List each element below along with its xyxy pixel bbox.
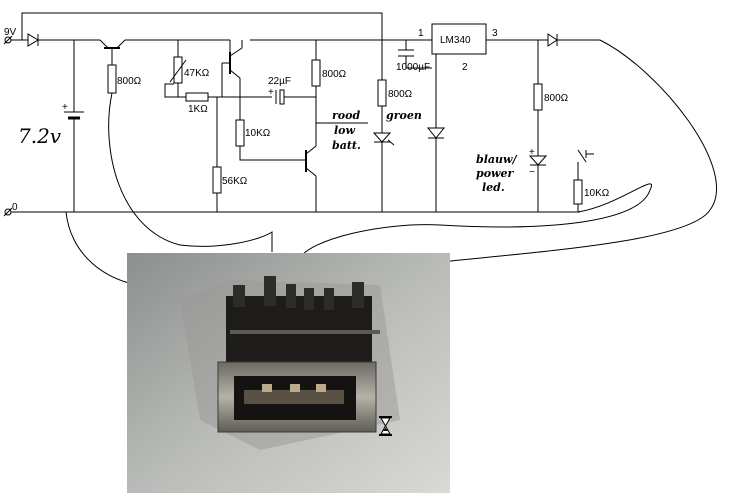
label-led-batt: batt. — [332, 139, 361, 152]
resistor-10k-a — [235, 119, 245, 147]
resistor-800-c — [377, 79, 387, 107]
label-led-led: led. — [482, 181, 505, 194]
resistor-800-a — [107, 64, 117, 94]
terminal-9v — [3, 35, 13, 45]
switch — [577, 149, 594, 163]
resistor-800-d — [533, 83, 543, 111]
resistor-56k — [212, 166, 222, 194]
label-pin3: 3 — [492, 28, 498, 39]
label-r10k-b: 10KΩ — [584, 188, 610, 199]
label-c22u: 22µF — [268, 76, 291, 87]
label-led-groen: groen — [386, 109, 422, 122]
output-diode-symbol — [547, 33, 558, 47]
hourglass-icon — [379, 416, 392, 436]
label-r800-a: 800Ω — [117, 76, 142, 87]
label-led-low: low — [334, 124, 356, 137]
label-r10k-a: 10KΩ — [245, 128, 271, 139]
label-r800-c: 800Ω — [388, 89, 413, 100]
capacitor-22u — [275, 89, 285, 105]
label-c1000u: 1000µF — [396, 62, 430, 73]
label-led-rood: rood — [332, 109, 360, 122]
usb-connector-photo — [127, 253, 450, 493]
label-r56k: 56KΩ — [222, 176, 248, 187]
label-lm340: LM340 — [440, 35, 471, 46]
regulator-diode — [426, 127, 446, 139]
svg-text:+: + — [62, 102, 68, 113]
transistor-1 — [99, 39, 126, 65]
svg-text:+: + — [268, 87, 274, 98]
label-r1k: 1KΩ — [188, 104, 208, 115]
label-led-blauw: blauw/ — [476, 153, 517, 166]
label-0: 0 — [12, 202, 18, 213]
label-battery-voltage: 7.2v — [18, 124, 62, 148]
svg-text:−: − — [529, 167, 535, 178]
resistor-800-b — [311, 59, 321, 87]
lm340-regulator — [431, 23, 487, 55]
label-pin1: 1 — [418, 28, 424, 39]
terminal-0 — [3, 207, 13, 217]
label-pin2: 2 — [462, 62, 468, 73]
capacitor-1000u — [398, 49, 414, 57]
label-r800-d: 800Ω — [544, 93, 569, 104]
input-diode-symbol — [27, 33, 39, 47]
label-r800-b: 800Ω — [322, 69, 347, 80]
label-led-power: power — [476, 167, 514, 180]
transistor-3 — [300, 140, 317, 212]
label-r47k: 47KΩ — [184, 68, 210, 79]
led-rood-groen — [372, 132, 395, 146]
resistor-10k-b — [573, 179, 583, 205]
label-9v: 9V — [4, 27, 17, 38]
svg-text:+: + — [529, 147, 535, 158]
resistor-1k — [185, 92, 209, 102]
transistor-2 — [222, 40, 243, 120]
